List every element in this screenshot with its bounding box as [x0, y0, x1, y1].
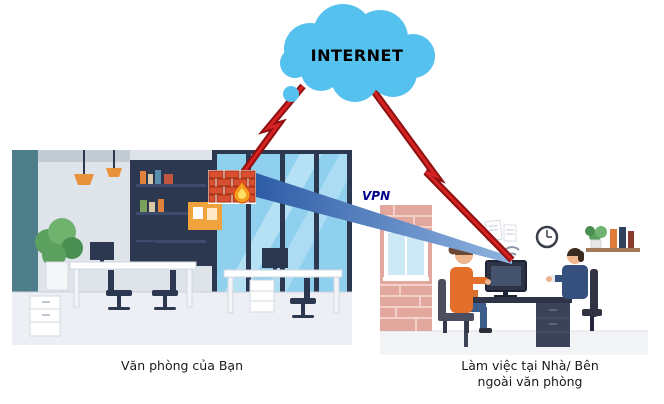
home-floor — [380, 331, 648, 355]
office-plant — [35, 218, 83, 291]
office-caption: Văn phòng của Bạn — [12, 358, 352, 374]
home-illustration — [380, 205, 648, 355]
home-caption: Làm việc tại Nhà/ Bên ngoài văn phòng — [404, 358, 656, 390]
mug — [472, 290, 478, 297]
office-illustration — [12, 150, 352, 345]
office-desk-left — [69, 242, 197, 308]
lightning-link-office — [237, 83, 306, 180]
home-caption-line1: Làm việc tại Nhà/ Bên — [461, 358, 599, 373]
wall-clock-icon — [535, 225, 559, 249]
lightning-link-home — [370, 87, 515, 263]
office-caption-text: Văn phòng của Bạn — [120, 358, 244, 373]
home-shelf — [585, 226, 640, 252]
flame-icon — [233, 179, 251, 204]
internet-cloud-icon — [280, 4, 435, 102]
office-chair — [106, 270, 178, 310]
pendant-lamp-icon — [74, 150, 122, 185]
vpn-link — [256, 173, 512, 264]
office-chair — [290, 278, 316, 318]
person-home-right — [546, 248, 602, 331]
computer-monitor-icon — [485, 260, 527, 297]
home-caption-line2: ngoài văn phòng — [477, 374, 583, 389]
office-desk-right — [223, 248, 343, 314]
internet-label: INTERNET — [310, 46, 404, 65]
office-drawer-unit — [29, 295, 61, 337]
firewall-icon — [208, 170, 256, 204]
home-desk — [460, 290, 572, 347]
vpn-label: VPN — [362, 189, 391, 203]
office-teal-wall — [12, 150, 38, 292]
office-pinboard — [188, 202, 222, 230]
